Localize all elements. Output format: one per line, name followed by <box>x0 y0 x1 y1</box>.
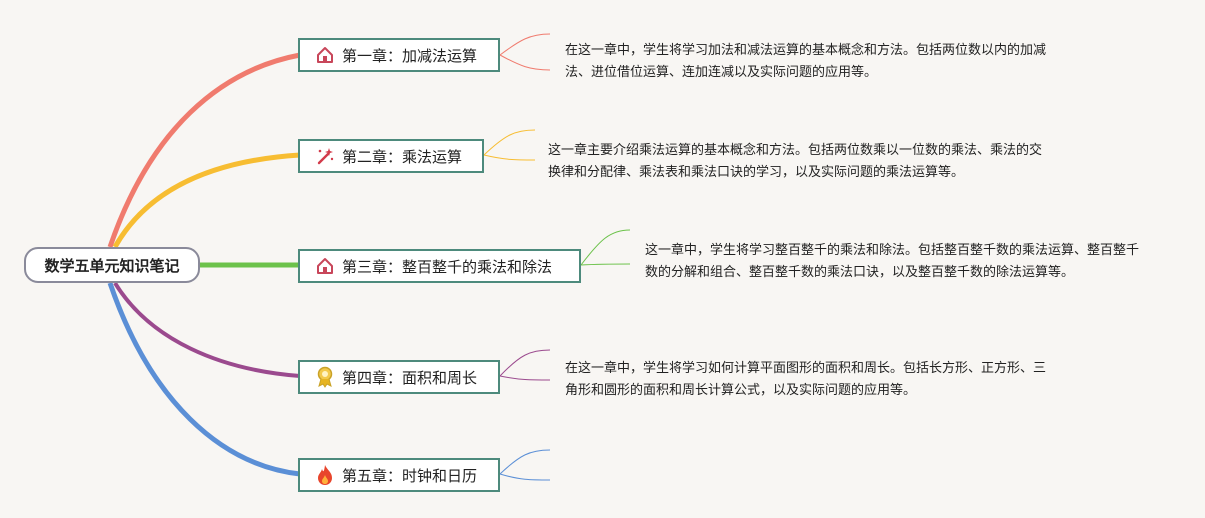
chapter-node-4[interactable]: 第四章：面积和周长 <box>298 360 500 394</box>
chapter-note-4: 在这一章中，学生将学习如何计算平面图形的面积和周长。包括长方形、正方形、三角形和… <box>565 361 1047 398</box>
note-connector-5 <box>499 449 551 481</box>
chapter-label-5: 第五章：时钟和日历 <box>342 466 478 485</box>
root-title: 数学五单元知识笔记 <box>44 256 180 275</box>
chapter-label-4: 第四章：面积和周长 <box>342 368 478 387</box>
chapter-label-1: 第一章：加减法运算 <box>342 46 478 65</box>
branch-line-1 <box>107 52 301 248</box>
chapter-label-3: 第三章：整百整千的乘法和除法 <box>342 257 553 276</box>
chapter-label-2: 第二章：乘法运算 <box>342 147 463 166</box>
branch-line-5 <box>107 282 301 477</box>
branch-line-4 <box>113 281 301 378</box>
magic-wand-icon <box>314 145 336 167</box>
chapter-node-5[interactable]: 第五章：时钟和日历 <box>298 458 500 492</box>
chapter-node-3[interactable]: 第三章：整百整千的乘法和除法 <box>298 249 581 283</box>
note-connector-4 <box>499 349 551 381</box>
house-icon <box>314 255 336 277</box>
note-connector-2 <box>483 129 536 161</box>
house-icon <box>314 44 336 66</box>
chapter-note-3: 这一章中，学生将学习整百整千的乘法和除法。包括整百整千数的乘法运算、整百整千数的… <box>645 243 1140 280</box>
chapter-node-1[interactable]: 第一章：加减法运算 <box>298 38 500 72</box>
root-topic[interactable]: 数学五单元知识笔记 <box>24 247 200 283</box>
chapter-note-2: 这一章主要介绍乘法运算的基本概念和方法。包括两位数乘以一位数的乘法、乘法的交换律… <box>548 143 1043 180</box>
chapter-note-1: 在这一章中，学生将学习加法和减法运算的基本概念和方法。包括两位数以内的加减法、进… <box>565 43 1047 80</box>
fire-icon <box>314 464 336 486</box>
note-connector-1 <box>499 33 551 71</box>
note-connector-3 <box>580 229 631 266</box>
branch-line-2 <box>112 152 301 249</box>
chapter-node-2[interactable]: 第二章：乘法运算 <box>298 139 484 173</box>
medal-icon <box>314 366 336 388</box>
